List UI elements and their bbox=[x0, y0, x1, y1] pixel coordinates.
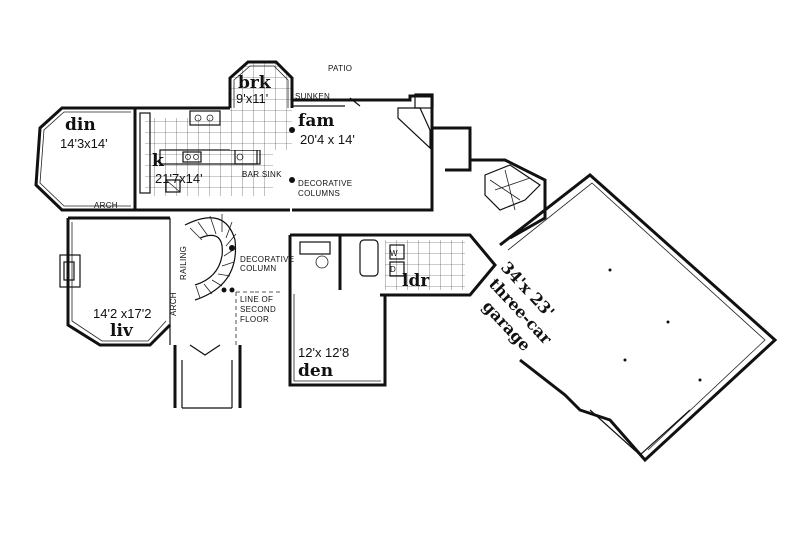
railing-note: RAILING bbox=[179, 246, 188, 280]
dryer-label: D bbox=[390, 265, 396, 274]
foyer bbox=[173, 208, 290, 409]
washer-label: W bbox=[390, 249, 398, 258]
second-floor-line-note-3: FLOOR bbox=[240, 315, 269, 324]
second-floor-line-note-1: LINE OF bbox=[240, 295, 273, 304]
patio-note: PATIO bbox=[328, 64, 352, 73]
kitchen-name: k bbox=[152, 151, 165, 171]
dining-room-size: 14'3x14' bbox=[60, 136, 108, 151]
breakfast-room-name: brk bbox=[238, 73, 272, 93]
decorative-column-note-1: DECORATIVE bbox=[240, 255, 294, 264]
garage bbox=[499, 173, 778, 463]
family-room bbox=[289, 93, 434, 212]
dining-room-name: din bbox=[65, 115, 96, 135]
laundry-room-name: ldr bbox=[402, 271, 430, 291]
arch-dining-note: ARCH bbox=[94, 201, 118, 210]
living-room-name: liv bbox=[110, 321, 134, 341]
family-room-name: fam bbox=[298, 111, 334, 131]
living-room-size: 14'2 x17'2 bbox=[93, 306, 151, 321]
second-floor-line-note-2: SECOND bbox=[240, 305, 276, 314]
bath-laundry bbox=[288, 233, 497, 297]
decorative-column-note-2: COLUMN bbox=[240, 264, 276, 273]
rear-hall bbox=[432, 126, 547, 240]
kitchen-size: 21'7x14' bbox=[155, 171, 203, 186]
sunken-note: SUNKEN bbox=[295, 92, 330, 101]
family-room-size: 20'4 x 14' bbox=[300, 132, 355, 147]
decorative-columns-note-1: DECORATIVE bbox=[298, 179, 352, 188]
breakfast-nook bbox=[228, 60, 294, 150]
den-name: den bbox=[298, 361, 333, 381]
living-room bbox=[59, 216, 172, 347]
decorative-columns-note-2: COLUMNS bbox=[298, 189, 340, 198]
breakfast-room-size: 9'x11' bbox=[236, 91, 268, 106]
arch-living-note: ARCH bbox=[169, 292, 178, 316]
bar-sink-note: BAR SINK bbox=[242, 170, 282, 179]
dining-room bbox=[34, 106, 135, 212]
den-size: 12'x 12'8 bbox=[298, 345, 349, 360]
den bbox=[288, 290, 387, 387]
